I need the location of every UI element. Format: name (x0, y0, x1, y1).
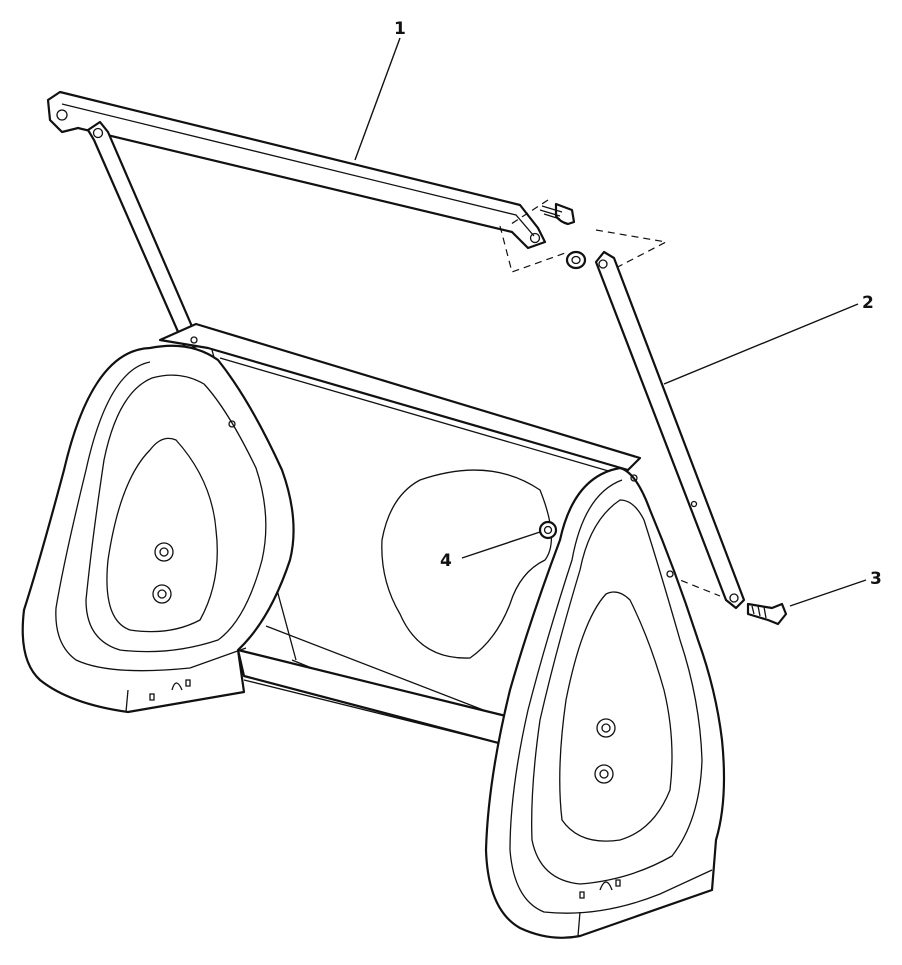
leader-line-4 (461, 531, 541, 559)
callout-2: 2 (862, 293, 874, 313)
alignment-dash-upper (499, 199, 668, 273)
callout-4: 4 (440, 551, 452, 571)
part-3-bolt-lower (669, 575, 788, 626)
left-side-plate (21, 336, 295, 714)
bolt-upper (539, 202, 576, 226)
leader-line-1 (354, 37, 401, 161)
part-1-brace-bar (46, 90, 547, 352)
leader-line-2 (663, 303, 859, 385)
part-2-side-strap (594, 250, 746, 610)
right-side-plate (484, 466, 726, 939)
nut-upper (565, 250, 587, 270)
part-4-nut (538, 520, 558, 540)
callout-1: 1 (394, 19, 406, 39)
callout-3: 3 (870, 569, 882, 589)
auger-housing (158, 322, 642, 748)
leader-line-3 (789, 579, 867, 607)
